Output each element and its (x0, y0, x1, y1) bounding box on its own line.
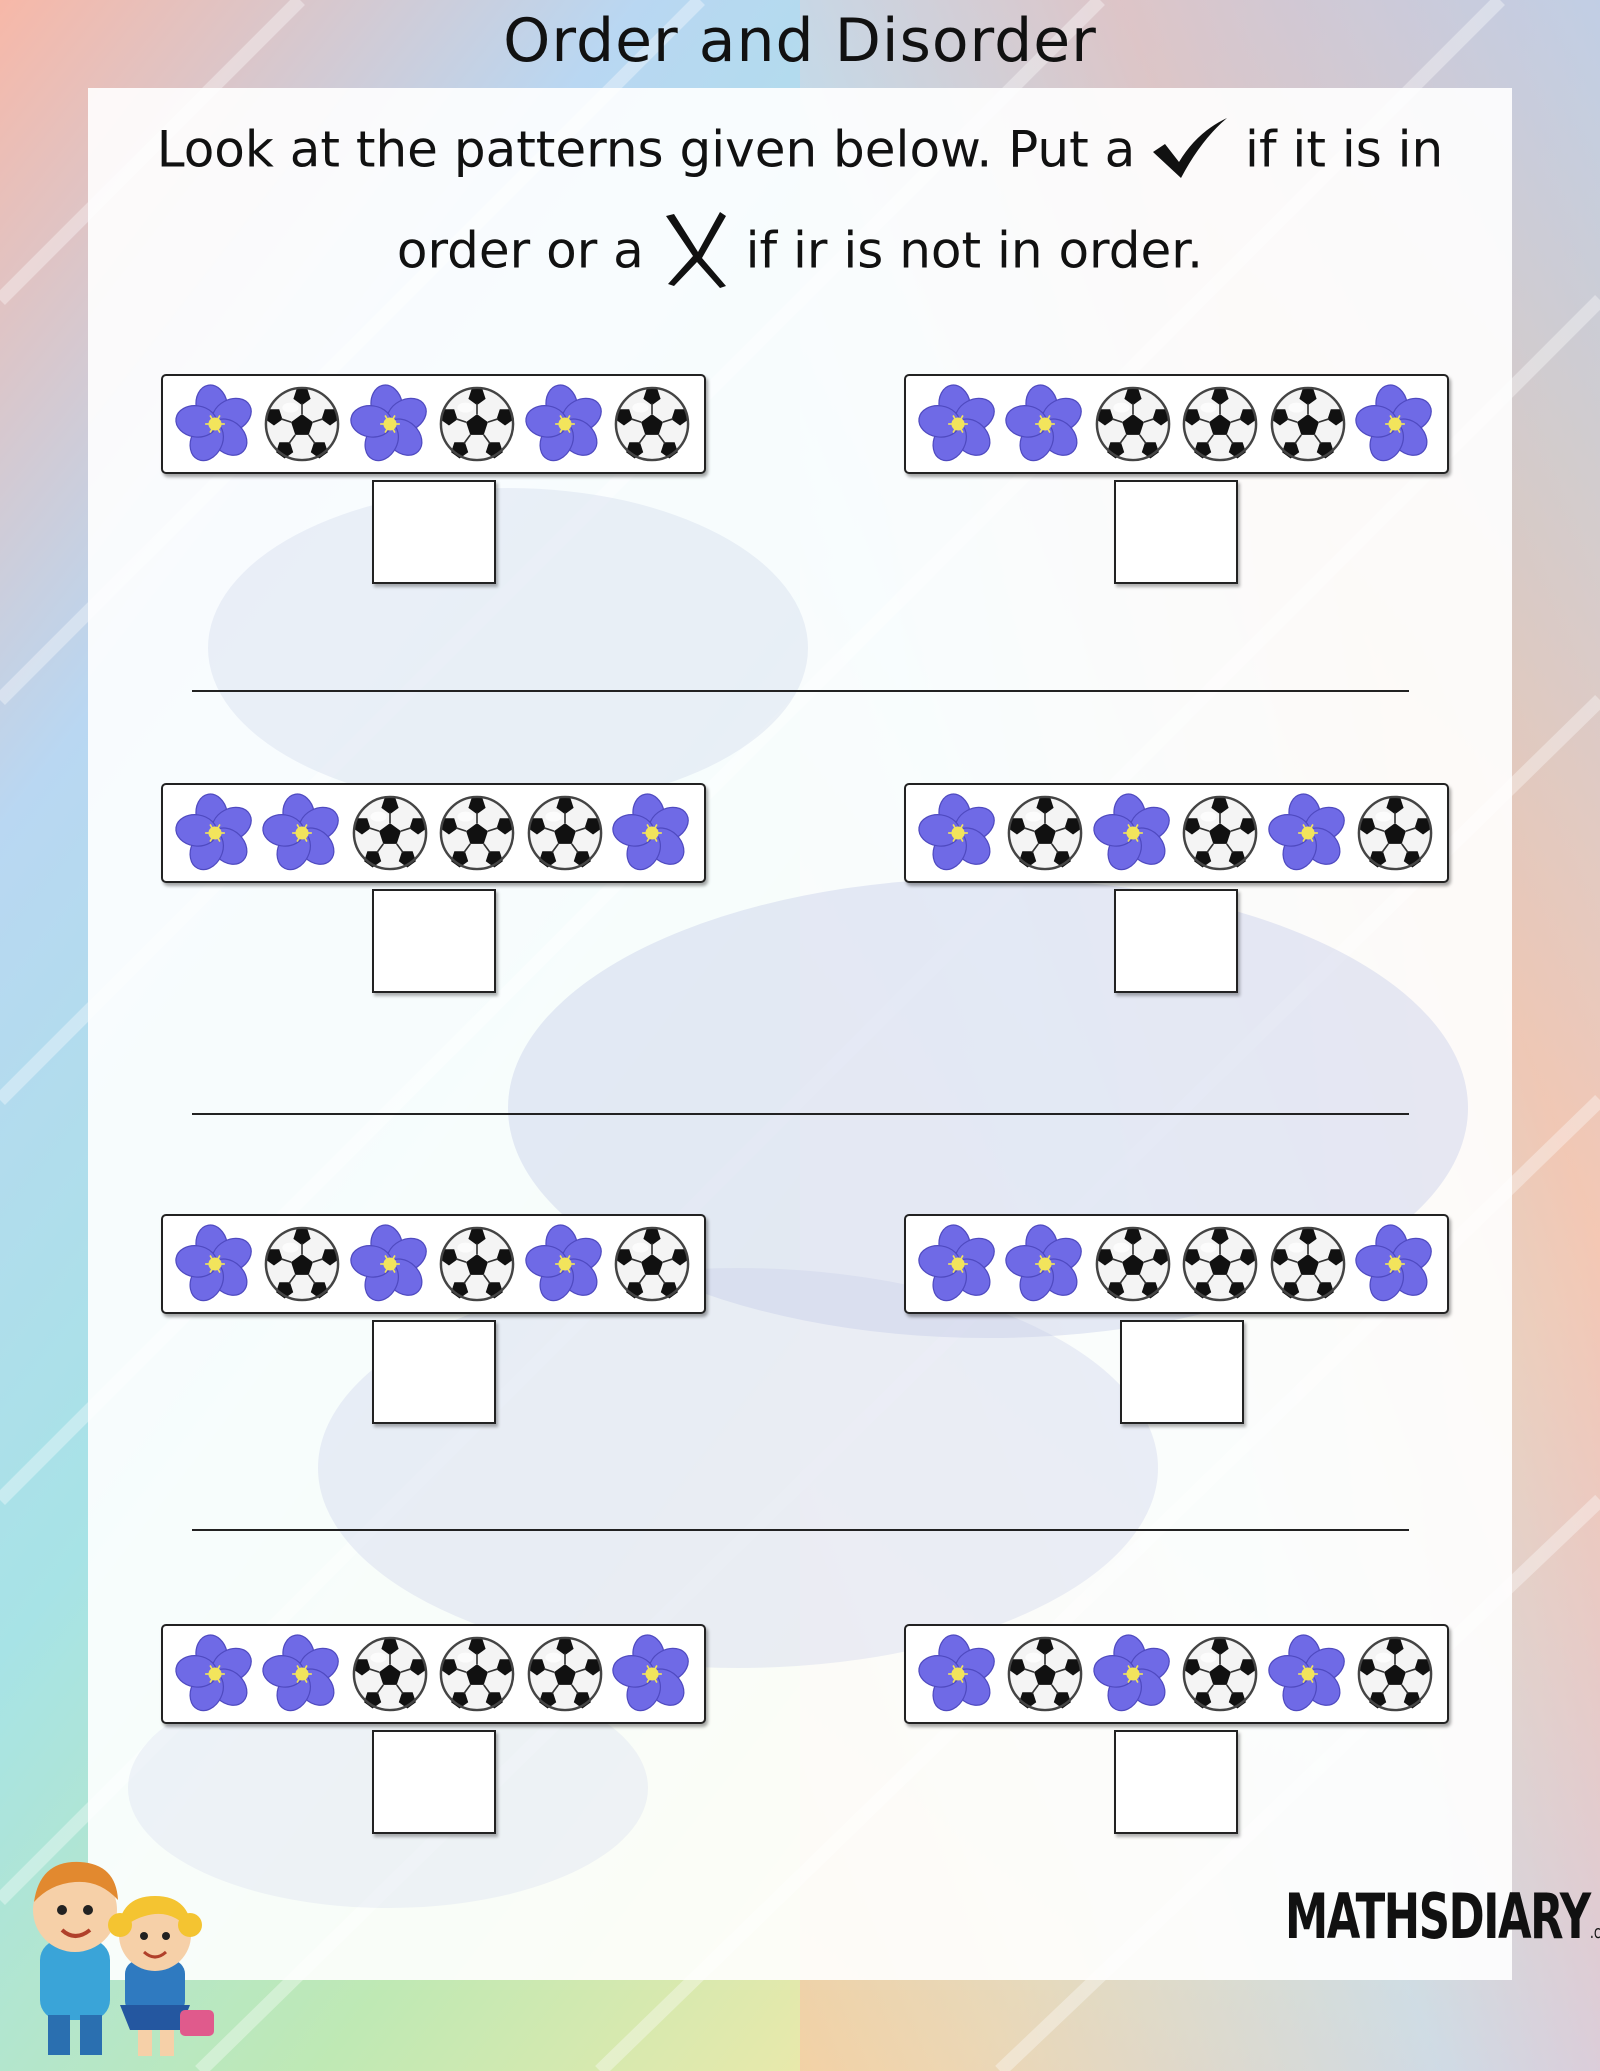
instruction-text-2a: order or a (396, 221, 644, 280)
soccer-ball-icon (1007, 1636, 1083, 1712)
logo-suffix: .com (1589, 1922, 1600, 1943)
instruction-text-1a: Look at the patterns given below. Put a (156, 120, 1136, 179)
answer-box-2[interactable] (1114, 480, 1238, 584)
instruction-line-1: Look at the patterns given below. Put a … (88, 118, 1512, 188)
soccer-ball-icon (1182, 1226, 1258, 1302)
answer-box-1[interactable] (372, 480, 496, 584)
answer-box-7[interactable] (372, 1730, 496, 1834)
row-divider-2 (192, 1113, 1409, 1115)
flower-icon (1268, 793, 1345, 871)
soccer-ball-icon (264, 386, 340, 462)
soccer-ball-icon (1095, 1226, 1171, 1302)
flower-icon (525, 384, 602, 462)
soccer-ball-icon (1182, 1636, 1258, 1712)
soccer-ball-icon (439, 386, 515, 462)
soccer-ball-icon (1095, 386, 1171, 462)
soccer-ball-icon (1182, 386, 1258, 462)
soccer-ball-icon (527, 1636, 603, 1712)
check-mark-icon (1151, 118, 1229, 188)
answer-box-3[interactable] (372, 889, 496, 993)
row-divider-3 (192, 1529, 1409, 1531)
answer-box-6[interactable] (1120, 1320, 1244, 1424)
soccer-ball-icon (439, 1226, 515, 1302)
pattern-strip-1 (161, 374, 706, 474)
flower-icon (918, 1224, 995, 1302)
instruction-text-1b: if it is in (1245, 120, 1444, 179)
flower-icon (175, 1634, 252, 1712)
mathsdiary-logo: MATHSDIARY.com (1285, 1880, 1600, 1953)
flower-icon (525, 1224, 602, 1302)
answer-box-8[interactable] (1114, 1730, 1238, 1834)
flower-icon (612, 1634, 690, 1712)
soccer-ball-icon (352, 795, 428, 871)
soccer-ball-icon (439, 1636, 515, 1712)
instruction-line-2: order or a if ir is not in order. (88, 212, 1512, 296)
pattern-strip-5 (161, 1214, 706, 1314)
soccer-ball-icon (527, 795, 603, 871)
soccer-ball-icon (439, 795, 515, 871)
flower-icon (175, 793, 252, 871)
answer-box-5[interactable] (372, 1320, 496, 1424)
flower-icon (262, 793, 340, 871)
soccer-ball-icon (1357, 1636, 1433, 1712)
flower-icon (350, 384, 427, 462)
soccer-ball-icon (1357, 795, 1433, 871)
flower-icon (175, 1224, 252, 1302)
pattern-strip-6 (904, 1214, 1449, 1314)
flower-icon (1005, 1224, 1083, 1302)
pattern-strip-8 (904, 1624, 1449, 1724)
flower-icon (350, 1224, 427, 1302)
instruction-text-2b: if ir is not in order. (745, 221, 1204, 280)
flower-icon (1093, 1634, 1170, 1712)
page-title: Order and Disorder (503, 6, 1097, 76)
pattern-strip-3 (161, 783, 706, 883)
flower-icon (1268, 1634, 1345, 1712)
flower-icon (918, 384, 995, 462)
flower-icon (1355, 384, 1433, 462)
soccer-ball-icon (1270, 386, 1346, 462)
soccer-ball-icon (614, 1226, 690, 1302)
flower-icon (918, 1634, 995, 1712)
flower-icon (175, 384, 252, 462)
pattern-strip-4 (904, 783, 1449, 883)
row-divider-1 (192, 690, 1409, 692)
cross-mark-icon (660, 212, 730, 296)
flower-icon (612, 793, 690, 871)
soccer-ball-icon (1007, 795, 1083, 871)
flower-icon (1093, 793, 1170, 871)
flower-icon (262, 1634, 340, 1712)
flower-icon (1005, 384, 1083, 462)
pattern-strip-7 (161, 1624, 706, 1724)
flower-icon (1355, 1224, 1433, 1302)
flower-icon (918, 793, 995, 871)
soccer-ball-icon (264, 1226, 340, 1302)
soccer-ball-icon (614, 386, 690, 462)
soccer-ball-icon (1270, 1226, 1346, 1302)
soccer-ball-icon (1182, 795, 1258, 871)
pattern-strip-2 (904, 374, 1449, 474)
answer-box-4[interactable] (1114, 889, 1238, 993)
soccer-ball-icon (352, 1636, 428, 1712)
logo-text: MATHSDIARY (1285, 1880, 1591, 1953)
kids-illustration (33, 1861, 214, 2056)
